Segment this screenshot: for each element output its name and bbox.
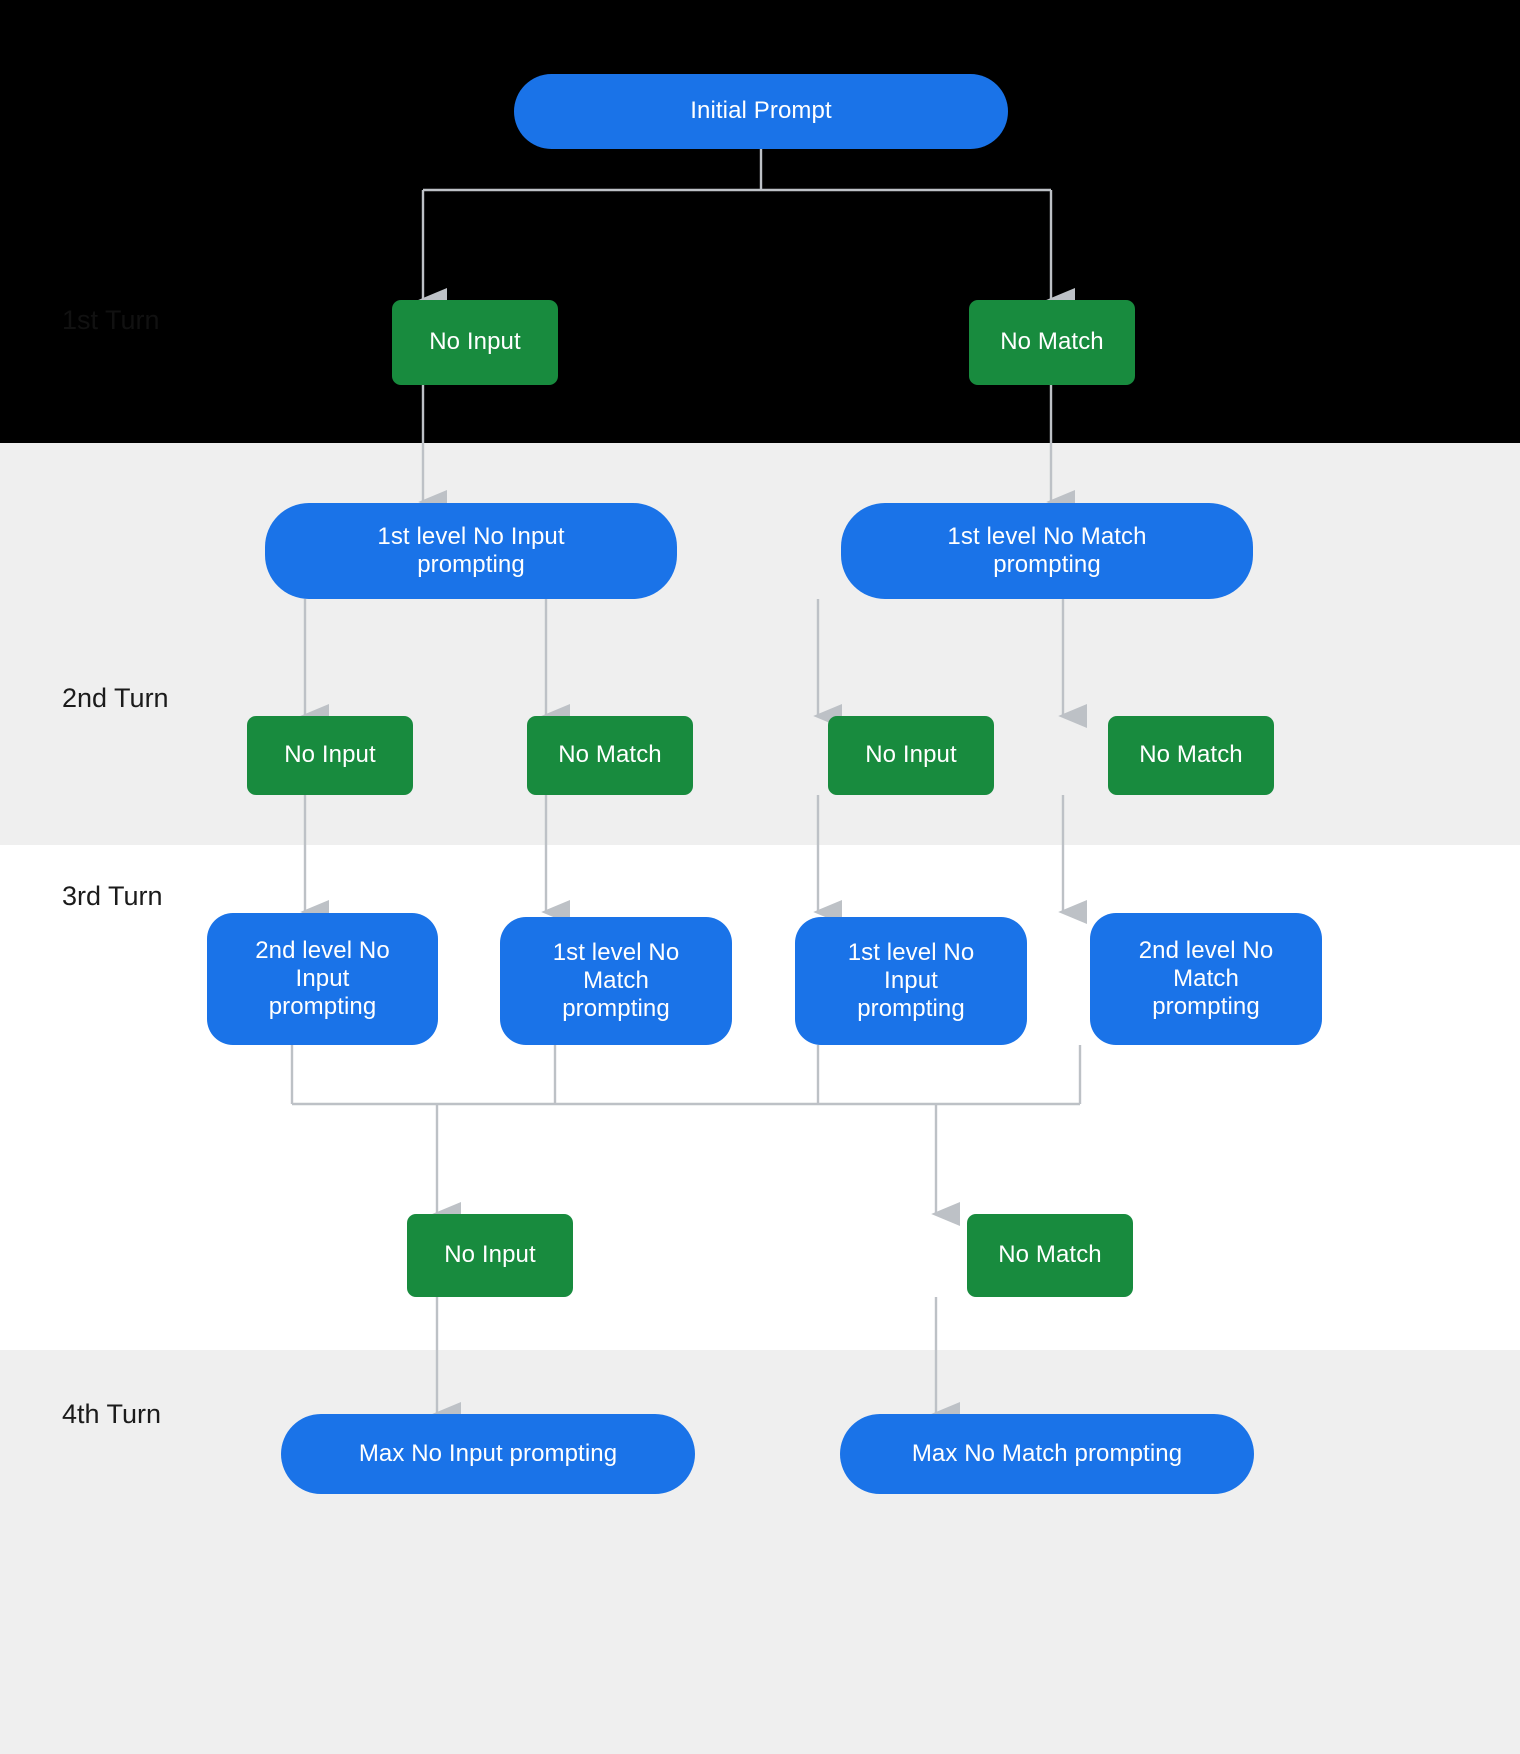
node-t3-prompt-1st-no-match[interactable]: 1st level No Match prompting bbox=[500, 917, 732, 1045]
band-4th-turn bbox=[0, 1350, 1520, 1754]
node-line-1: 1st level No Match bbox=[947, 522, 1147, 550]
node-initial-prompt[interactable]: Initial Prompt bbox=[514, 74, 1008, 149]
node-line-2: Match bbox=[583, 966, 649, 994]
node-t3-prompt-2nd-no-input[interactable]: 2nd level No Input prompting bbox=[207, 913, 438, 1045]
node-t4-max-no-input[interactable]: Max No Input prompting bbox=[281, 1414, 695, 1494]
node-line-2: Match bbox=[1173, 964, 1239, 992]
node-line-1: 1st level No Input bbox=[377, 522, 565, 550]
node-line-1: 2nd level No bbox=[255, 936, 390, 964]
node-line-1: 1st level No bbox=[847, 938, 975, 966]
node-line-3: prompting bbox=[857, 995, 965, 1023]
node-t2-no-match-b[interactable]: No Match bbox=[1108, 716, 1274, 795]
turn-label-3rd: 3rd Turn bbox=[62, 881, 163, 911]
node-line-1: 2nd level No bbox=[1138, 936, 1274, 964]
node-t1-no-input[interactable]: No Input bbox=[392, 300, 558, 385]
node-t3-no-match[interactable]: No Match bbox=[967, 1214, 1133, 1297]
node-line-2: prompting bbox=[417, 551, 525, 578]
node-line-2: Input bbox=[295, 964, 350, 992]
node-line-3: prompting bbox=[562, 995, 670, 1023]
node-t3-prompt-1st-no-input[interactable]: 1st level No Input prompting bbox=[795, 917, 1027, 1045]
node-t1-no-match[interactable]: No Match bbox=[969, 300, 1135, 385]
node-t3-prompt-2nd-no-match[interactable]: 2nd level No Match prompting bbox=[1090, 913, 1322, 1045]
node-line-2: Input bbox=[884, 966, 938, 994]
turn-label-4th: 4th Turn bbox=[62, 1399, 162, 1429]
node-t2-no-match-a[interactable]: No Match bbox=[527, 716, 693, 795]
node-t4-max-no-match[interactable]: Max No Match prompting bbox=[840, 1414, 1254, 1494]
node-t2-no-input-b[interactable]: No Input bbox=[828, 716, 994, 795]
turn-label-1st: 1st Turn bbox=[62, 305, 160, 335]
node-line-1: 1st level No bbox=[552, 938, 680, 966]
node-t2-prompt-no-match[interactable]: 1st level No Match prompting bbox=[841, 503, 1253, 599]
node-line-3: prompting bbox=[268, 993, 377, 1021]
node-line-2: prompting bbox=[993, 551, 1101, 578]
node-t2-prompt-no-input[interactable]: 1st level No Input prompting bbox=[265, 503, 677, 599]
turn-label-2nd: 2nd Turn bbox=[62, 683, 169, 713]
band-1st-turn bbox=[0, 0, 1520, 443]
node-t3-no-input[interactable]: No Input bbox=[407, 1214, 573, 1297]
node-t2-no-input-a[interactable]: No Input bbox=[247, 716, 413, 795]
node-line-3: prompting bbox=[1152, 993, 1260, 1021]
